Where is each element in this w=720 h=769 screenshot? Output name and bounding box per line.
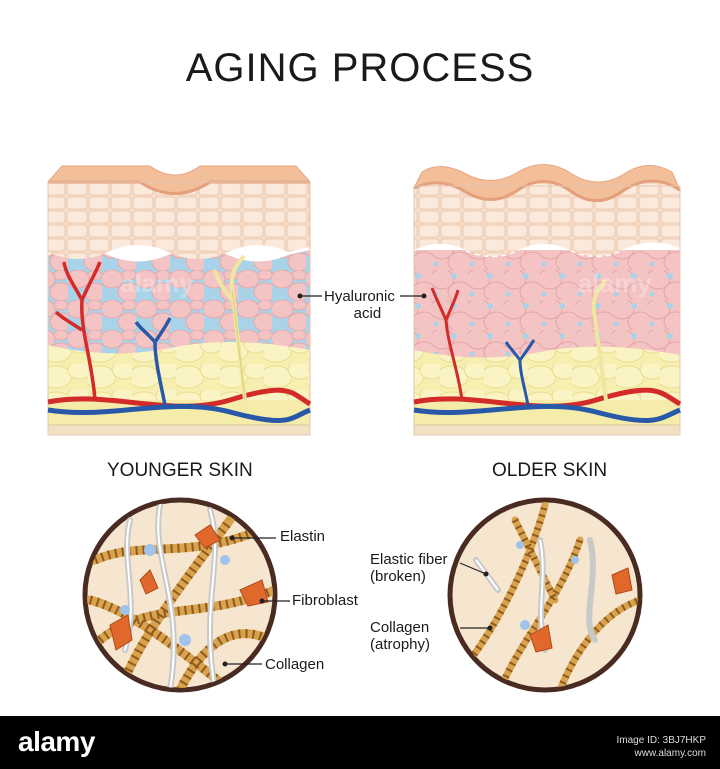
hyaluronic-pointer <box>297 293 427 299</box>
younger-magnified-view <box>82 497 290 693</box>
younger-vein-branch <box>134 317 172 406</box>
younger-skin-heading: YOUNGER SKIN <box>107 460 253 481</box>
younger-epidermis <box>48 182 310 259</box>
watermark-right: alamy <box>578 268 652 298</box>
elastin-label: Elastin <box>280 528 326 545</box>
older-vein-branch <box>504 339 536 406</box>
watermark-left: alamy <box>120 268 194 298</box>
fibroblast-label: Fibroblast <box>292 592 358 609</box>
younger-vein-horizontal <box>47 403 311 424</box>
younger-dermis <box>48 248 310 354</box>
younger-skin-block <box>46 165 312 436</box>
older-dermis <box>414 250 680 358</box>
older-magnified-view <box>447 497 643 693</box>
older-artery-branch <box>430 287 464 401</box>
page-title: AGING PROCESS <box>185 46 535 90</box>
collagen-atrophy-label: Collagen (atrophy) <box>370 619 431 653</box>
older-vein-horizontal <box>413 403 681 424</box>
older-nerve <box>591 278 608 401</box>
older-skin-block <box>412 164 682 436</box>
elastic-fiber-label: Elastic fiber (broken) <box>370 551 448 585</box>
stock-footer-bar: alamy Image ID: 3BJ7HKP www.alamy.com <box>0 716 720 769</box>
image-id-text: Image ID: 3BJ7HKP www.alamy.com <box>616 735 706 759</box>
younger-artery-branch <box>54 261 102 401</box>
hyaluronic-acid-label: Hyaluronic acid <box>324 288 395 322</box>
aging-diagram <box>46 164 682 693</box>
collagen-label: Collagen <box>265 656 325 673</box>
older-skin-heading: OLDER SKIN <box>492 460 608 481</box>
alamy-logo: alamy <box>18 726 95 757</box>
